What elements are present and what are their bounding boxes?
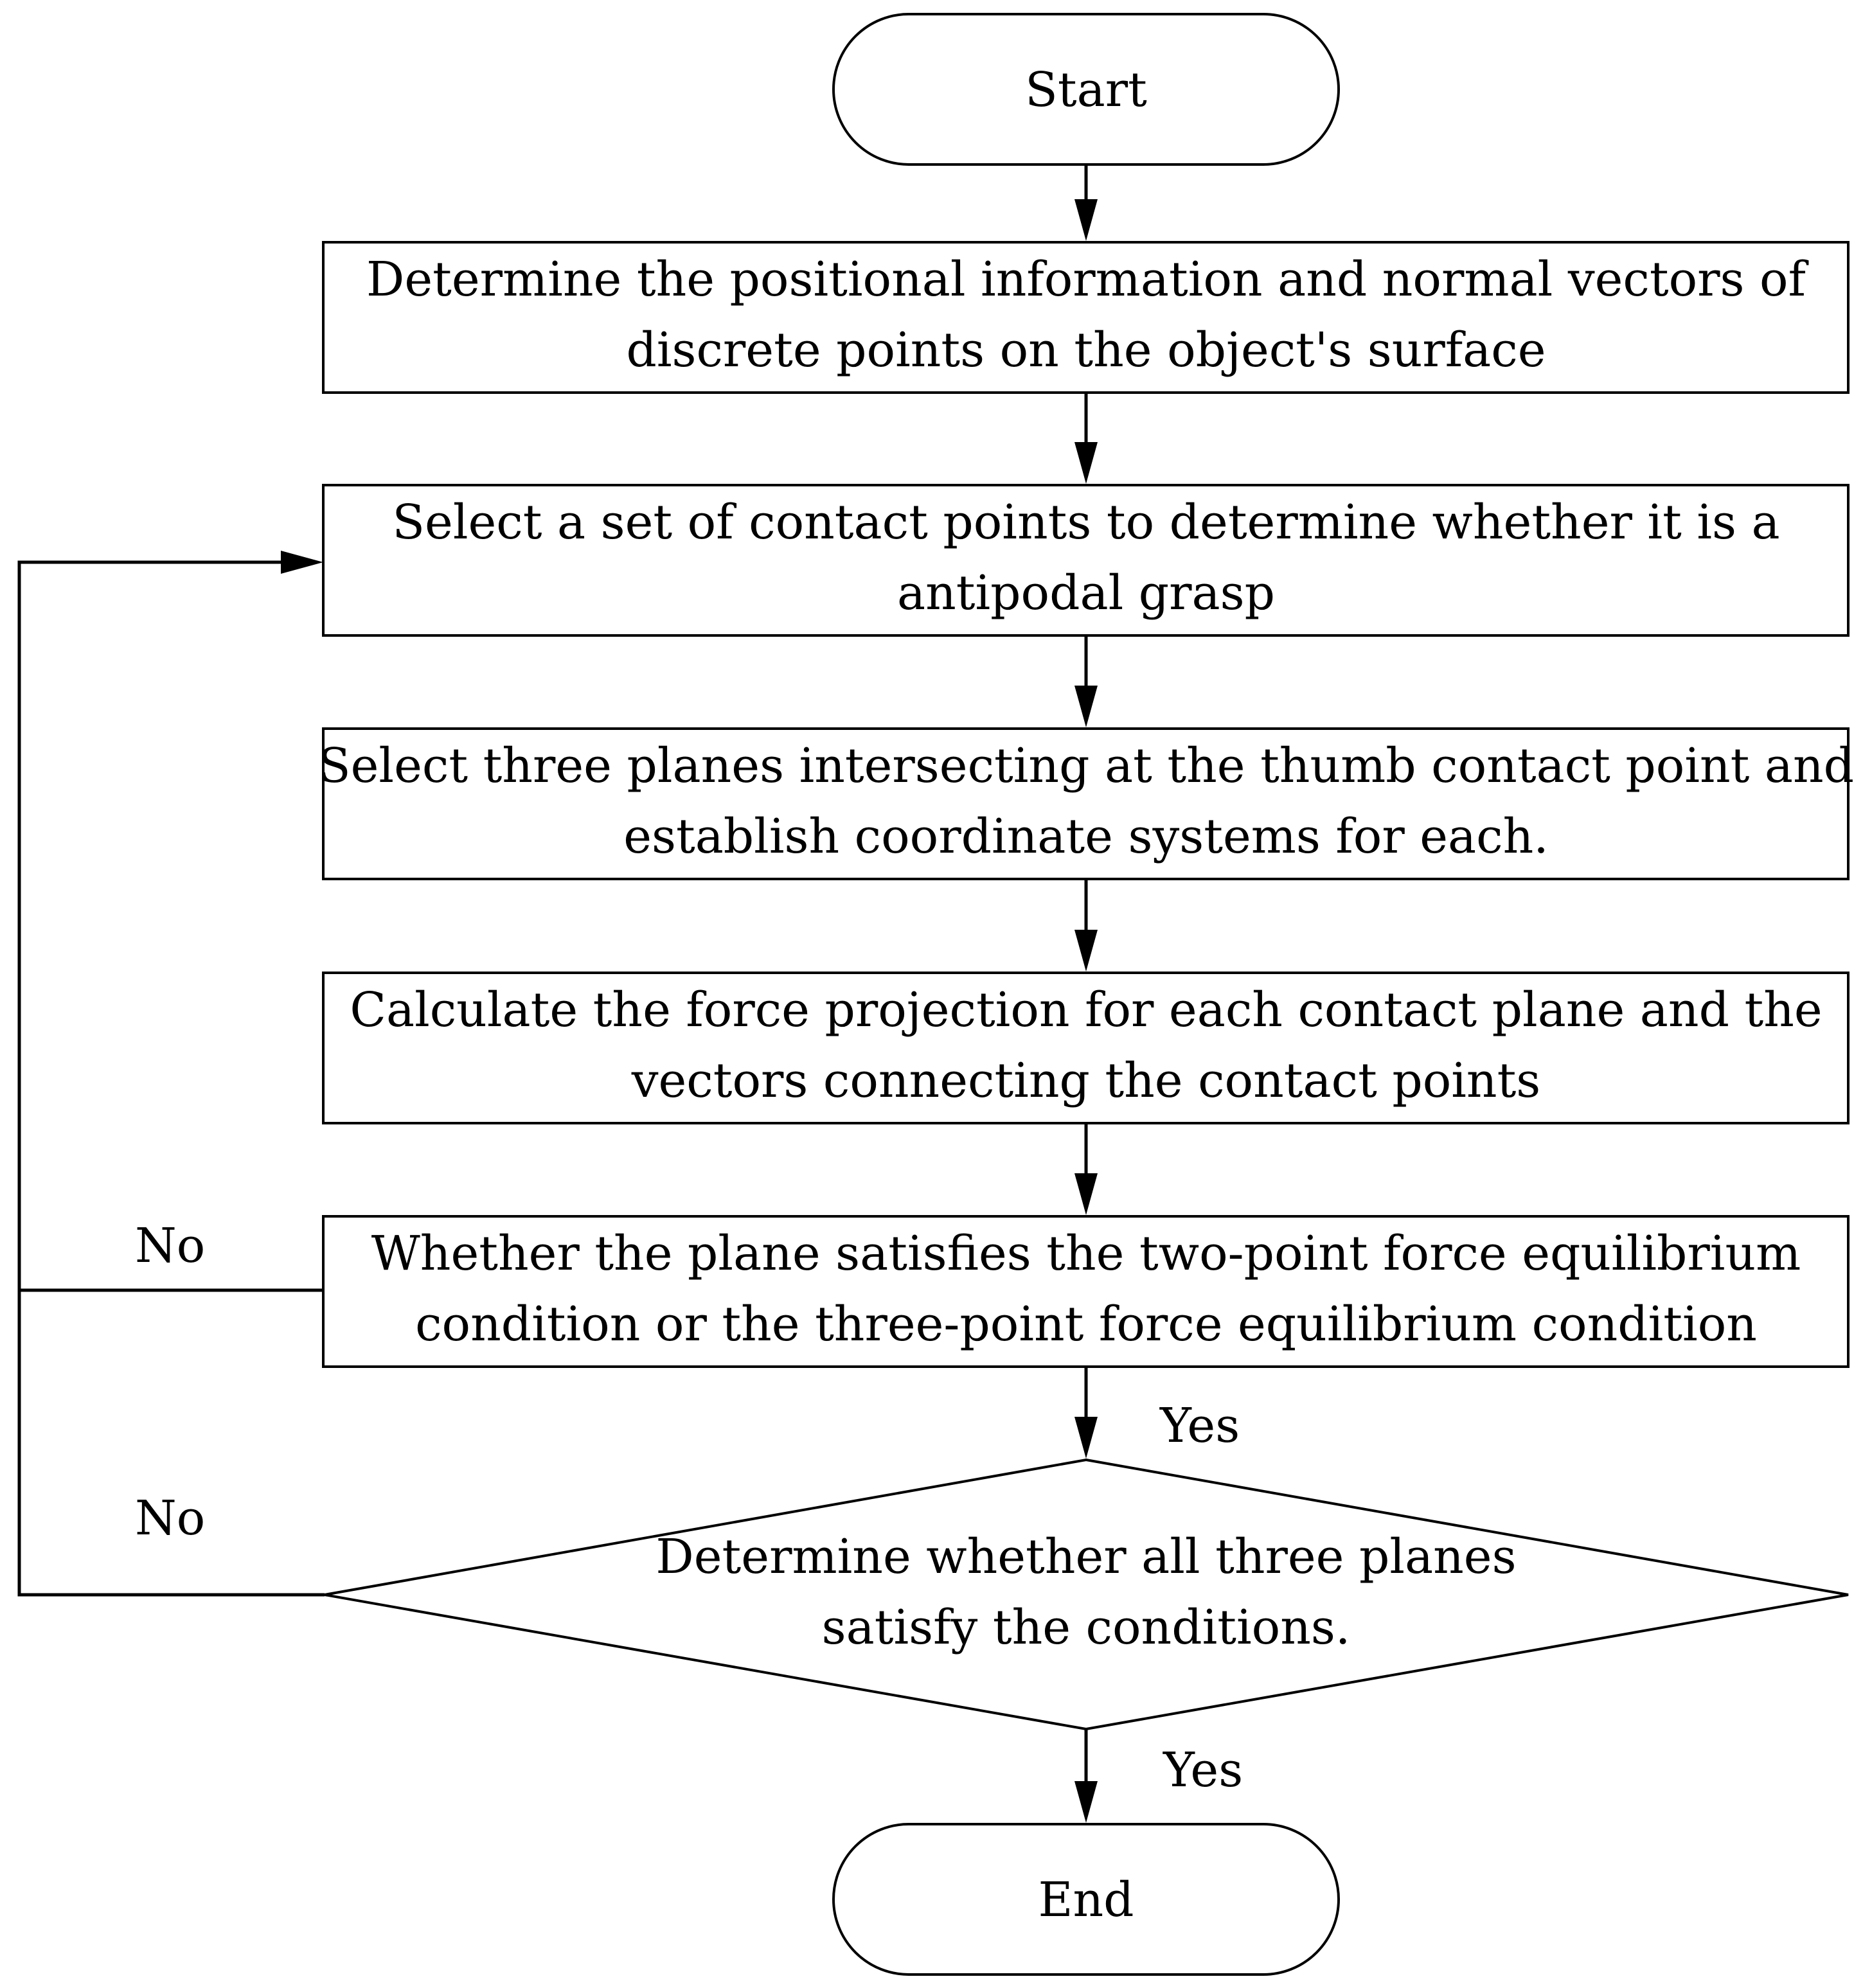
arrow-step-5-to-decision <box>1074 1367 1098 1459</box>
decision-line-1: Determine whether all three planes <box>655 1529 1516 1584</box>
step-2-box: Select a set of contact points to determ… <box>322 484 1850 637</box>
step-1-box: Determine the positional information and… <box>322 241 1850 394</box>
step-3-box: Select three planes intersecting at the … <box>318 727 1854 880</box>
arrow-step-4-to-step-5 <box>1074 1123 1098 1215</box>
step-1-line-1: Determine the positional information and… <box>366 252 1809 307</box>
step-5-line-2: condition or the three-point force equil… <box>415 1297 1757 1352</box>
feedback-loop-connector <box>17 551 325 1597</box>
arrow-start-to-step-1 <box>1074 164 1098 241</box>
decision-line-2: satisfy the conditions. <box>822 1600 1351 1655</box>
step-3-line-2: establish coordinate systems for each. <box>623 809 1549 864</box>
start-node: Start <box>832 13 1340 166</box>
decision-diamond: Determine whether all three planes satis… <box>324 1458 1849 1731</box>
start-label: Start <box>1025 62 1147 118</box>
step-4-box: Calculate the force projection for each … <box>322 972 1850 1124</box>
step-5-box: Whether the plane satisfies the two-poin… <box>322 1215 1850 1368</box>
step-3-line-1: Select three planes intersecting at the … <box>318 738 1854 794</box>
step-4-line-1: Calculate the force projection for each … <box>350 982 1822 1038</box>
no-label-decision: No <box>135 1491 205 1546</box>
step-2-line-2: antipodal grasp <box>897 565 1275 621</box>
arrow-step-1-to-step-2 <box>1074 393 1098 484</box>
step-4-line-2: vectors connecting the contact points <box>631 1053 1541 1108</box>
arrow-step-3-to-step-4 <box>1074 879 1098 972</box>
arrow-decision-to-end <box>1074 1729 1098 1823</box>
end-label: End <box>1038 1872 1134 1928</box>
step-2-line-1: Select a set of contact points to determ… <box>392 495 1779 550</box>
arrow-step-2-to-step-3 <box>1074 635 1098 727</box>
end-node: End <box>832 1823 1340 1976</box>
yes-label-decision: Yes <box>1163 1743 1243 1798</box>
step-1-line-2: discrete points on the object's surface <box>626 323 1546 378</box>
no-label-step-5: No <box>135 1218 205 1274</box>
step-5-line-1: Whether the plane satisfies the two-poin… <box>371 1226 1801 1281</box>
yes-label-step-5: Yes <box>1159 1398 1240 1453</box>
